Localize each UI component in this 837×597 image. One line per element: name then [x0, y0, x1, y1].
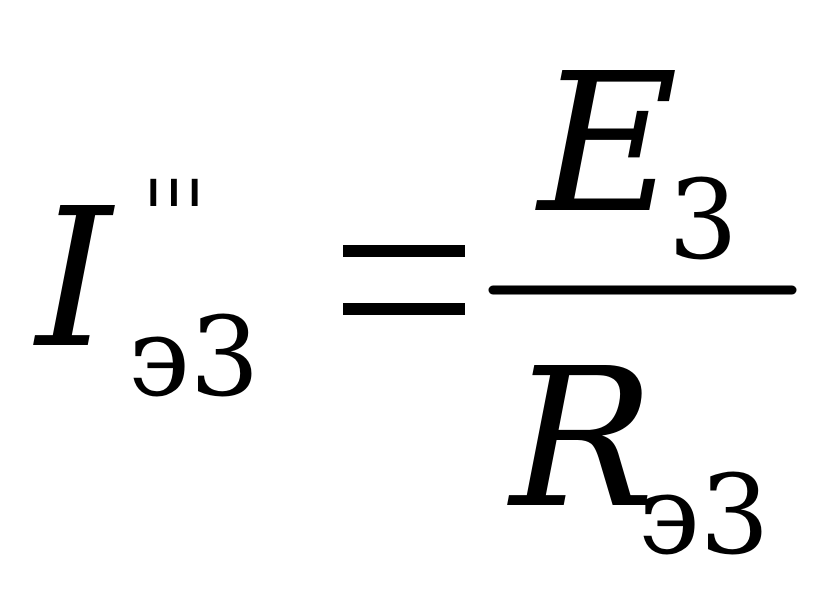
- current-subscript: э3: [128, 293, 260, 421]
- resistance-subscript: э3: [638, 451, 770, 579]
- emf-subscript: 3: [668, 156, 738, 284]
- resistance-symbol: R: [507, 328, 655, 551]
- equals-sign: =: [343, 245, 465, 315]
- current-symbol: I: [33, 168, 115, 391]
- emf-symbol: E: [535, 33, 678, 256]
- triple-prime-superscript: ''': [143, 159, 205, 276]
